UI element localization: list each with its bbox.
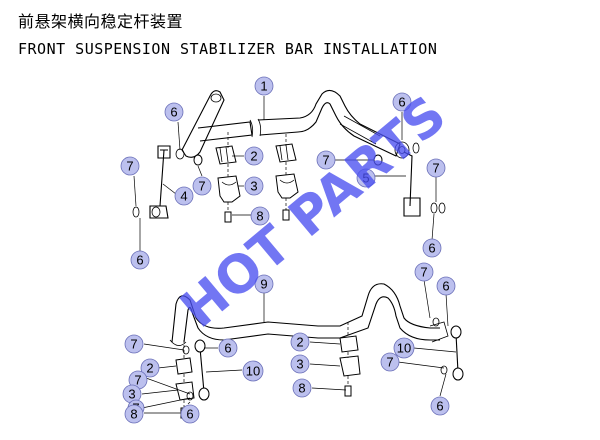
- svg-text:6: 6: [170, 105, 177, 120]
- upper-stabilizer-bar: [181, 89, 410, 159]
- callout-c7i: 7: [414, 262, 434, 282]
- svg-text:8: 8: [130, 407, 137, 422]
- svg-text:3: 3: [296, 357, 303, 372]
- callout-c7d: 7: [426, 158, 446, 178]
- svg-text:6: 6: [186, 407, 193, 422]
- svg-text:6: 6: [224, 341, 231, 356]
- callout-c3a: 3: [244, 176, 264, 196]
- callout-c6d: 6: [422, 238, 442, 258]
- callout-c8a: 8: [250, 206, 270, 226]
- callout-c6c: 6: [130, 250, 150, 270]
- callout-c6g: 6: [180, 404, 200, 424]
- callout-c7c: 7: [316, 150, 336, 170]
- svg-text:7: 7: [198, 179, 205, 194]
- callout-c4: 4: [174, 186, 194, 206]
- callout-c9: 9: [254, 274, 274, 294]
- svg-text:10: 10: [397, 341, 411, 356]
- callout-c7e: 7: [124, 334, 144, 354]
- callout-c10a: 10: [242, 360, 264, 382]
- diagram-title-chinese: 前悬架横向稳定杆装置: [18, 12, 184, 31]
- svg-text:6: 6: [442, 279, 449, 294]
- svg-text:7: 7: [432, 161, 439, 176]
- upper-bracket-left: [217, 175, 241, 203]
- callout-c10b: 10: [393, 337, 415, 359]
- lower-left-link: [182, 339, 210, 401]
- callout-c6a: 6: [164, 102, 184, 122]
- svg-text:6: 6: [436, 399, 443, 414]
- callout-c2c: 2: [290, 332, 310, 352]
- callout-c3c: 3: [290, 354, 310, 374]
- svg-text:7: 7: [322, 153, 329, 168]
- callout-c7a: 7: [120, 156, 140, 176]
- svg-text:6: 6: [136, 253, 143, 268]
- svg-text:2: 2: [146, 361, 153, 376]
- upper-bracket-right: [275, 173, 299, 199]
- svg-text:1: 1: [260, 79, 267, 94]
- svg-text:3: 3: [250, 179, 257, 194]
- svg-text:8: 8: [298, 381, 305, 396]
- diagram-title-english: FRONT SUSPENSION STABILIZER BAR INSTALLA…: [18, 40, 438, 58]
- callouts: 1 2 3 4 5 6 6 6 6 7 7 7 7 8 6 9 7 6 2 10…: [120, 76, 456, 424]
- callout-c5: 5: [356, 168, 376, 188]
- svg-text:9: 9: [260, 277, 267, 292]
- upper-bolts: [224, 132, 290, 223]
- callout-c6h: 6: [430, 396, 450, 416]
- callout-c8b: 8: [124, 404, 144, 424]
- svg-text:10: 10: [246, 364, 260, 379]
- upper-right-link: [373, 142, 446, 217]
- svg-text:6: 6: [428, 241, 435, 256]
- svg-text:7: 7: [386, 355, 393, 370]
- svg-text:2: 2: [296, 335, 303, 350]
- upper-bushing-left: [215, 145, 237, 165]
- callout-c7b: 7: [192, 176, 212, 196]
- svg-text:7: 7: [420, 265, 427, 280]
- svg-text:7: 7: [126, 159, 133, 174]
- callout-c2b: 2: [140, 358, 160, 378]
- callout-c6e: 6: [436, 276, 456, 296]
- svg-text:7: 7: [130, 337, 137, 352]
- svg-text:4: 4: [180, 189, 187, 204]
- callout-c2a: 2: [244, 146, 264, 166]
- svg-text:6: 6: [398, 95, 405, 110]
- svg-text:5: 5: [362, 171, 369, 186]
- upper-bushing-right: [275, 143, 297, 163]
- svg-text:7: 7: [134, 373, 141, 388]
- callout-c1: 1: [254, 76, 274, 96]
- svg-text:3: 3: [128, 387, 135, 402]
- callout-c7h: 7: [380, 352, 400, 372]
- callout-c8c: 8: [292, 378, 312, 398]
- svg-text:8: 8: [256, 209, 263, 224]
- svg-text:2: 2: [250, 149, 257, 164]
- callout-c6b: 6: [392, 92, 412, 112]
- lower-stabilizer-bar: [169, 283, 449, 346]
- leader-lines: [133, 96, 457, 414]
- lower-right-link: [432, 317, 464, 381]
- lower-bushing-right: [339, 322, 361, 397]
- callout-c6f: 6: [218, 338, 238, 358]
